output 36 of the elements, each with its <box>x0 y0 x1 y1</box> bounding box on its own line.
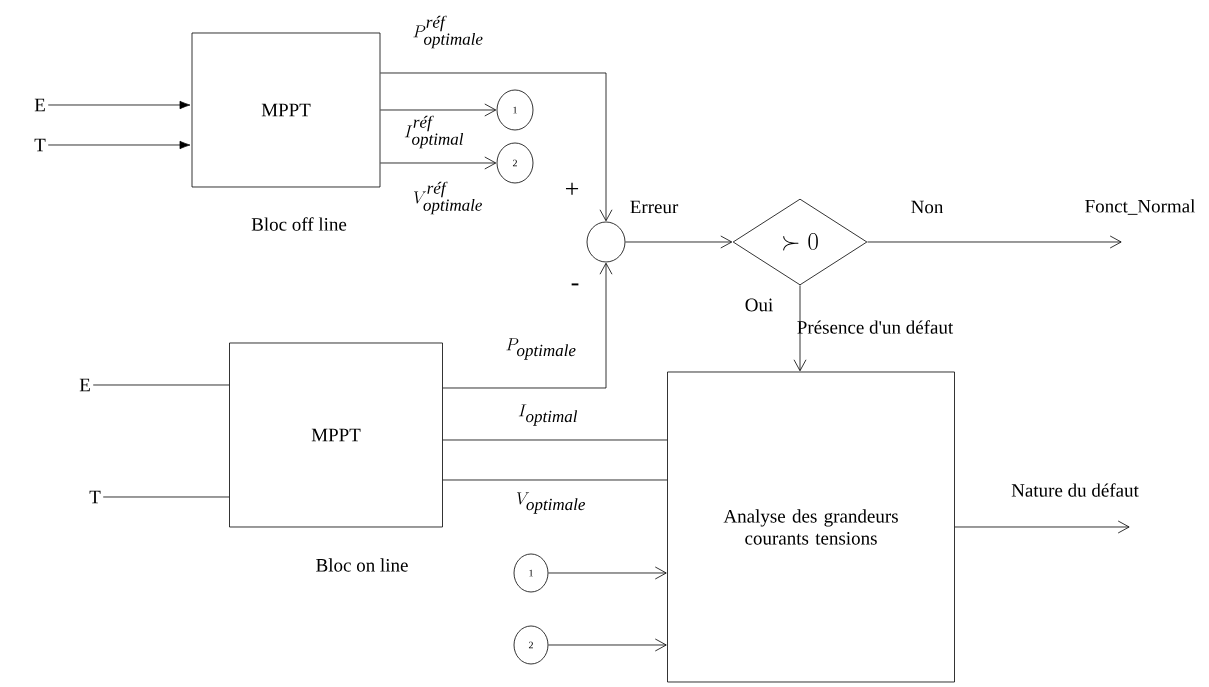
text-label: Présence d'un défaut <box>797 320 954 334</box>
text-label: Fonct_Normal <box>1085 199 1196 215</box>
block-caption: Bloc on line <box>316 558 408 572</box>
sign-label: + <box>566 182 579 195</box>
arrow <box>47 100 191 110</box>
edge-label: $I^{\textit{réf}}_{\textit{optimal}}$ <box>403 114 465 150</box>
sign-label: - <box>571 283 579 286</box>
edge-label: $P^{\textit{réf}}_{\textit{optimale}}$ <box>411 14 485 50</box>
edge-label: $V^{\textit{réf}}_{\textit{optimale}}$ <box>412 180 484 216</box>
arrow <box>442 262 613 389</box>
arrow <box>380 72 613 222</box>
arrow <box>380 103 497 117</box>
arrow <box>625 235 733 249</box>
summing-junction <box>586 221 626 263</box>
edge-label: Non <box>909 199 945 215</box>
process-box: Analyse des grandeurs courants tensions <box>667 371 955 683</box>
arrow <box>954 520 1130 534</box>
edge-label: Erreur <box>628 199 680 215</box>
edge-label: $P_{\textit{optimale}}$ <box>504 337 578 361</box>
edge-label: $V_{\textit{optimale}}$ <box>515 491 587 515</box>
input-label: T <box>34 138 46 152</box>
edge-label: Nature du défaut <box>1010 482 1140 498</box>
arrow <box>867 235 1122 249</box>
input-label: T <box>89 490 101 504</box>
arrow <box>380 156 497 170</box>
process-box: MPPT <box>191 32 381 188</box>
edge-label: $I_{\textit{optimal}}$ <box>517 403 579 427</box>
arrow <box>548 566 667 580</box>
process-box: MPPT <box>229 342 443 528</box>
arrow <box>548 638 667 652</box>
input-label: E <box>79 378 90 392</box>
block-caption: Bloc off line <box>251 217 347 231</box>
input-label: E <box>34 98 45 112</box>
arrow <box>47 140 191 150</box>
edge-label: Oui <box>743 297 775 313</box>
arrow <box>793 285 807 372</box>
